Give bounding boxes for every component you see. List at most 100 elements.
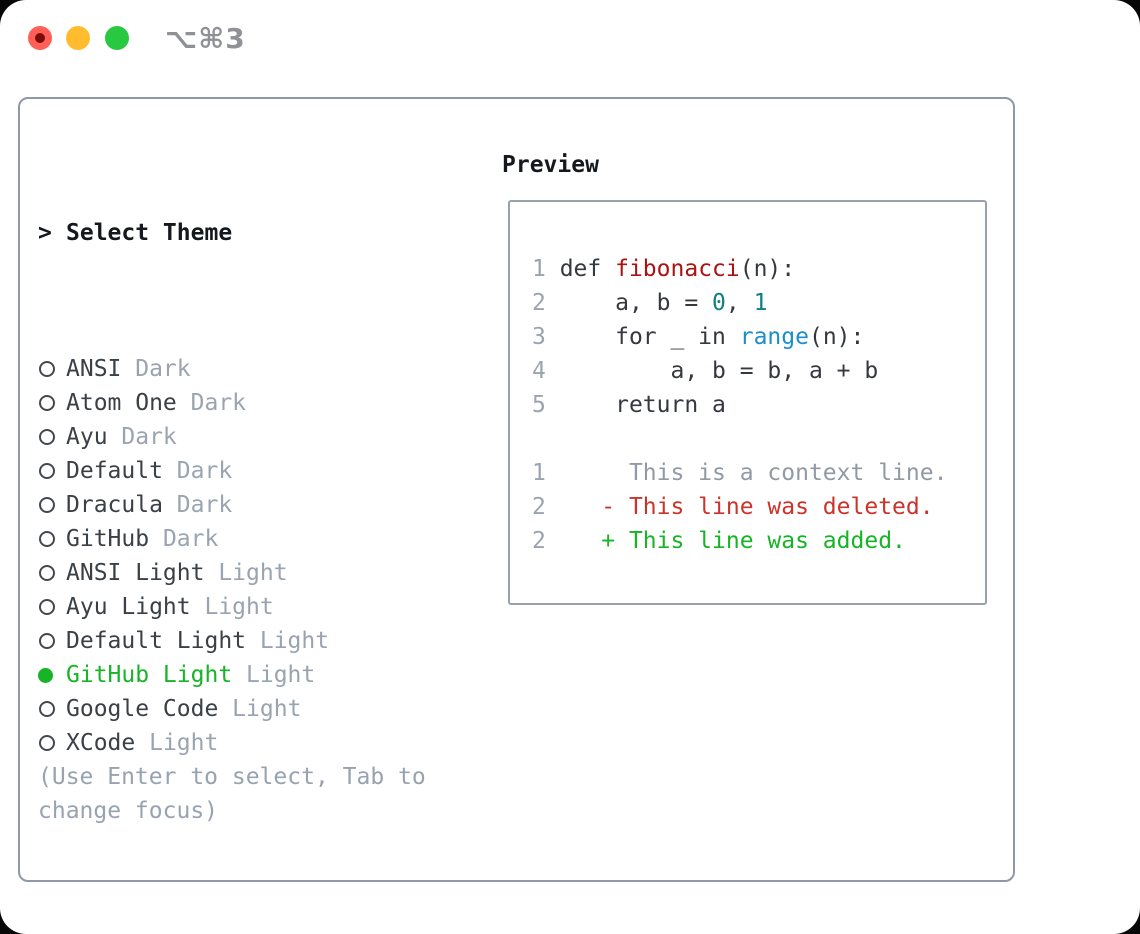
radio-icon [38, 726, 66, 760]
item-label: Google Code [66, 696, 219, 722]
item-variant-label: Light [135, 730, 219, 756]
item-label: GitHub Light [66, 662, 233, 688]
code-line: 2 - This line was deleted. [532, 490, 947, 524]
theme-item[interactable]: Atom One Dark [38, 386, 329, 420]
circle-icon [39, 463, 55, 479]
item-variant-label: Dark [162, 492, 233, 518]
line-number: 2 [532, 494, 546, 520]
marker-spacer [38, 930, 66, 934]
minimize-button[interactable] [66, 26, 90, 50]
line-number: 2 [532, 290, 546, 316]
apply-to-header-row: Apply To [38, 930, 329, 934]
code-line: 2 + This line was added. [532, 524, 947, 558]
radio-icon [38, 420, 66, 454]
item-label: ANSI Light [66, 560, 205, 586]
theme-list-header: > Select Theme [38, 216, 329, 250]
theme-item[interactable]: Ayu Dark [38, 420, 329, 454]
theme-item[interactable]: ANSI Light Light [38, 556, 329, 590]
window-title: ⌥⌘3 [165, 22, 246, 55]
radio-icon [38, 488, 66, 522]
theme-item[interactable]: Dracula Dark [38, 488, 329, 522]
radio-icon [38, 692, 66, 726]
filled-circle-icon [38, 667, 53, 683]
code-token: - This line was deleted. [545, 494, 934, 520]
item-variant-label: Dark [149, 526, 219, 552]
zoom-button[interactable] [105, 26, 129, 50]
preview-title: Preview [502, 152, 599, 178]
close-button[interactable] [28, 26, 52, 50]
theme-item[interactable]: Ayu Light Light [38, 590, 329, 624]
item-label: Ayu Light [66, 594, 191, 620]
circle-icon [39, 395, 55, 411]
radio-icon [38, 590, 66, 624]
code-token: a, b = [545, 290, 713, 316]
circle-icon [39, 531, 55, 547]
code-token: fibonacci [615, 256, 740, 282]
item-variant-label: Dark [176, 390, 247, 416]
code-line [532, 422, 947, 456]
code-token: range [739, 324, 809, 350]
item-variant-label: Light [190, 594, 274, 620]
hint-line-2: change focus) [38, 798, 219, 824]
code-token: (n): [739, 256, 796, 282]
item-label: Dracula [66, 492, 163, 518]
code-token: return a [545, 392, 726, 418]
code-token: for _ in [545, 324, 740, 350]
item-variant-label: Light [204, 560, 288, 586]
line-number: 2 [532, 528, 546, 554]
radio-icon [38, 386, 66, 420]
theme-item[interactable]: XCode Light [38, 726, 329, 760]
circle-icon [39, 735, 55, 751]
item-variant-label: Light [218, 696, 302, 722]
item-label: Ayu [66, 424, 108, 450]
apply-to-title: Apply To [66, 930, 177, 934]
radio-selected-icon [38, 658, 66, 692]
item-label: XCode [66, 730, 136, 756]
radio-icon [38, 352, 66, 386]
hint-text: (Use Enter to select, Tab to change focus… [38, 760, 426, 828]
item-variant-label: Dark [107, 424, 177, 450]
code-line: 5 return a [532, 388, 947, 422]
code-line: 2 a, b = 0, 1 [532, 286, 947, 320]
item-variant-label: Light [246, 628, 330, 654]
theme-item[interactable]: Default Light Light [38, 624, 329, 658]
circle-icon [39, 565, 55, 581]
item-label: Default [66, 458, 163, 484]
item-label: GitHub [66, 526, 150, 552]
theme-item[interactable]: GitHub Light Light [38, 658, 329, 692]
item-variant-label: Dark [121, 356, 191, 382]
code-line: 1 This is a context line. [532, 456, 947, 490]
hint-line-1: (Use Enter to select, Tab to [38, 764, 426, 790]
theme-item[interactable]: GitHub Dark [38, 522, 329, 556]
code-token: def [545, 256, 616, 282]
code-line: 4 a, b = b, a + b [532, 354, 947, 388]
item-label: ANSI [66, 356, 122, 382]
line-number: 1 [532, 460, 546, 486]
theme-list-title: Select Theme [66, 220, 233, 246]
code-token: a, b = b, a + b [545, 358, 879, 384]
cursor-chevron-icon: > [38, 220, 52, 246]
theme-item[interactable]: Google Code Light [38, 692, 329, 726]
circle-icon [39, 497, 55, 513]
spacer-row [38, 828, 329, 862]
radio-icon [38, 556, 66, 590]
circle-icon [39, 429, 55, 445]
theme-item[interactable]: ANSI Dark [38, 352, 329, 386]
item-variant-label: Dark [162, 458, 233, 484]
code-token: , [725, 290, 754, 316]
circle-icon [39, 701, 55, 717]
item-variant-label: Light [232, 662, 316, 688]
circle-icon [39, 361, 55, 377]
code-line: 3 for _ in range(n): [532, 320, 947, 354]
theme-item[interactable]: Default Dark [38, 454, 329, 488]
line-number: 5 [532, 392, 546, 418]
radio-icon [38, 624, 66, 658]
code-token: (n): [808, 324, 865, 350]
code-token: This is a context line. [545, 460, 948, 486]
circle-icon [39, 599, 55, 615]
